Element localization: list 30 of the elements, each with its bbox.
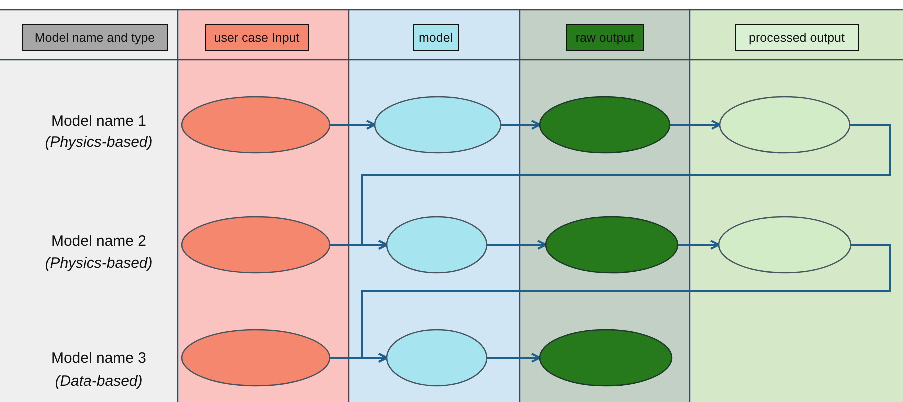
model-name-label: Model name 1 — [50, 113, 148, 130]
model-type-label: (Data-based) — [54, 373, 144, 390]
arrow — [487, 353, 541, 363]
model-type-label: (Physics-based) — [44, 255, 154, 272]
arrow — [501, 120, 541, 130]
column-header: user case Input — [205, 24, 309, 51]
arrow — [670, 120, 721, 130]
ellipse-node — [181, 96, 331, 154]
column-header: Model name and type — [22, 24, 168, 51]
ellipse-node — [539, 96, 671, 154]
ellipse-node — [539, 329, 673, 387]
ellipse-node — [386, 329, 488, 387]
ellipse-node — [181, 329, 331, 387]
arrow — [330, 240, 388, 250]
arrow — [487, 240, 547, 250]
arrow — [330, 120, 376, 130]
arrow — [678, 240, 720, 250]
ellipse-node — [719, 96, 851, 154]
ellipse-node — [386, 216, 488, 274]
ellipse-node — [374, 96, 502, 154]
column-header: processed output — [735, 24, 859, 51]
column-header: model — [413, 24, 460, 51]
ellipse-node — [181, 216, 331, 274]
column-header: raw output — [566, 24, 644, 51]
model-type-label: (Physics-based) — [44, 134, 154, 151]
ellipse-node — [718, 216, 852, 274]
ellipse-node — [545, 216, 679, 274]
model-name-label: Model name 3 — [50, 350, 148, 367]
arrow — [330, 353, 388, 363]
model-name-label: Model name 2 — [50, 233, 148, 250]
